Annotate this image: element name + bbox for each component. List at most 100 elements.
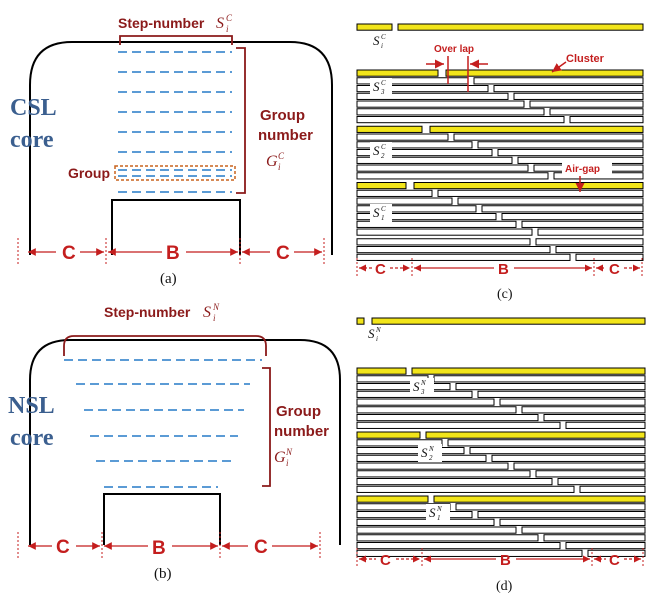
lamination-strip bbox=[356, 495, 429, 503]
lamination-strip bbox=[521, 526, 646, 534]
lamination-strip bbox=[543, 534, 646, 542]
core-label-b2: core bbox=[10, 425, 54, 451]
dashed-lamination-lines bbox=[118, 51, 232, 193]
cluster-arrow bbox=[551, 61, 567, 73]
lamination-strip bbox=[356, 164, 529, 172]
lamination-strip bbox=[433, 495, 646, 503]
panel-c-labels: S i C Over lap Cluster Air-gap S 3 C S 2… bbox=[356, 33, 643, 302]
lamination-strip bbox=[356, 100, 525, 108]
label-bg bbox=[426, 504, 450, 522]
lamination-strip bbox=[569, 116, 644, 124]
lamination-strip bbox=[477, 390, 646, 398]
lamination-strip bbox=[356, 511, 473, 519]
lamination-strip bbox=[481, 205, 644, 213]
lamination-strip bbox=[521, 220, 644, 228]
dimension-lines bbox=[17, 238, 325, 266]
caption-d: (d) bbox=[496, 579, 513, 594]
step-number-label: Step-number bbox=[118, 15, 205, 31]
lamination-strip bbox=[437, 189, 644, 197]
step-symbol-b-sup: N bbox=[212, 302, 220, 312]
core-label-2: core bbox=[10, 127, 54, 153]
d-s3: S bbox=[413, 379, 420, 394]
lamination-strip bbox=[356, 220, 517, 228]
d-s1-sub: 1 bbox=[437, 514, 441, 522]
lamination-strip bbox=[356, 133, 449, 141]
lamination-strip bbox=[513, 92, 644, 100]
step-symbol-b-sub: i bbox=[213, 313, 216, 323]
lamination-strip bbox=[356, 383, 451, 391]
step-number-label-b: Step-number bbox=[104, 304, 191, 320]
group-number-label-1: Group bbox=[260, 107, 305, 124]
lamination-strip bbox=[356, 485, 575, 493]
label-bg bbox=[418, 444, 442, 462]
dim-c-right-c: C bbox=[609, 261, 620, 278]
lamination-strip bbox=[425, 431, 646, 439]
label-bg bbox=[370, 204, 392, 222]
label-bg bbox=[370, 142, 392, 160]
dim-b-c: B bbox=[498, 261, 509, 278]
lamination-strip bbox=[411, 367, 646, 375]
lamination-strip bbox=[356, 69, 439, 77]
lamination-strip bbox=[356, 85, 489, 93]
d-s2: S bbox=[421, 445, 428, 460]
group-number-label-2: number bbox=[258, 127, 313, 144]
lamination-strip bbox=[356, 406, 517, 414]
caption-a: (a) bbox=[160, 271, 177, 287]
lamination-strip bbox=[356, 462, 509, 470]
panel-c-laminations bbox=[356, 23, 644, 261]
c-s2: S bbox=[373, 143, 380, 158]
group-symbol-sup: C bbox=[278, 151, 285, 161]
dim-b-d: B bbox=[500, 552, 511, 569]
lamination-strip bbox=[356, 421, 561, 429]
step-symbol-sub: i bbox=[226, 24, 229, 34]
step-symbol-b: S bbox=[203, 304, 211, 321]
airgap-label: Air-gap bbox=[565, 164, 600, 175]
lamination-strip bbox=[429, 125, 644, 133]
csl-core-window bbox=[111, 199, 241, 255]
lamination-strip bbox=[535, 470, 646, 478]
lamination-strip bbox=[356, 228, 533, 236]
lamination-strip bbox=[356, 205, 477, 213]
lamination-strip bbox=[356, 431, 421, 439]
label-bg bbox=[410, 378, 434, 396]
core-label-1: CSL bbox=[10, 95, 57, 121]
overlap-label: Over lap bbox=[434, 44, 474, 55]
lamination-strip bbox=[356, 108, 545, 116]
dim-c-left: C bbox=[62, 243, 76, 264]
lamination-strip bbox=[521, 406, 646, 414]
c-top-sub: i bbox=[381, 42, 383, 50]
d-s3-sup: N bbox=[420, 379, 426, 387]
dim-c-right: C bbox=[276, 243, 290, 264]
lamination-strip bbox=[455, 503, 646, 511]
lamination-strip bbox=[433, 375, 646, 383]
group-number-label-b1: Group bbox=[276, 403, 321, 420]
lamination-strip bbox=[575, 253, 644, 261]
lamination-strip bbox=[356, 414, 539, 422]
lamination-strip bbox=[356, 447, 465, 455]
lamination-strip bbox=[356, 125, 423, 133]
lamination-strip bbox=[493, 85, 644, 93]
c-s1: S bbox=[373, 205, 380, 220]
lamination-strip bbox=[356, 213, 497, 221]
group-symbol: G bbox=[266, 153, 278, 170]
c-s1-sub: 1 bbox=[381, 214, 385, 222]
d-s1-sup: N bbox=[436, 505, 442, 513]
lamination-strip bbox=[529, 100, 644, 108]
step-number-bracket bbox=[119, 35, 233, 45]
cluster-label: Cluster bbox=[566, 53, 605, 65]
lamination-strip bbox=[356, 141, 473, 149]
caption-c: (c) bbox=[497, 287, 513, 302]
c-s3-sub: 3 bbox=[380, 88, 385, 96]
label-bg bbox=[370, 78, 392, 96]
lamination-strip bbox=[447, 439, 646, 447]
dimension-lines-b bbox=[17, 532, 321, 560]
caption-b: (b) bbox=[154, 566, 172, 582]
dim-c-left-b: C bbox=[56, 537, 70, 558]
step-number-bracket-b bbox=[63, 335, 267, 356]
dim-c-right-d: C bbox=[609, 552, 620, 569]
d-s2-sup: N bbox=[428, 445, 434, 453]
lamination-strip bbox=[356, 253, 571, 261]
label-bg bbox=[562, 162, 612, 175]
group-label: Group bbox=[68, 165, 110, 181]
dashed-lamination-lines-b bbox=[64, 359, 262, 488]
